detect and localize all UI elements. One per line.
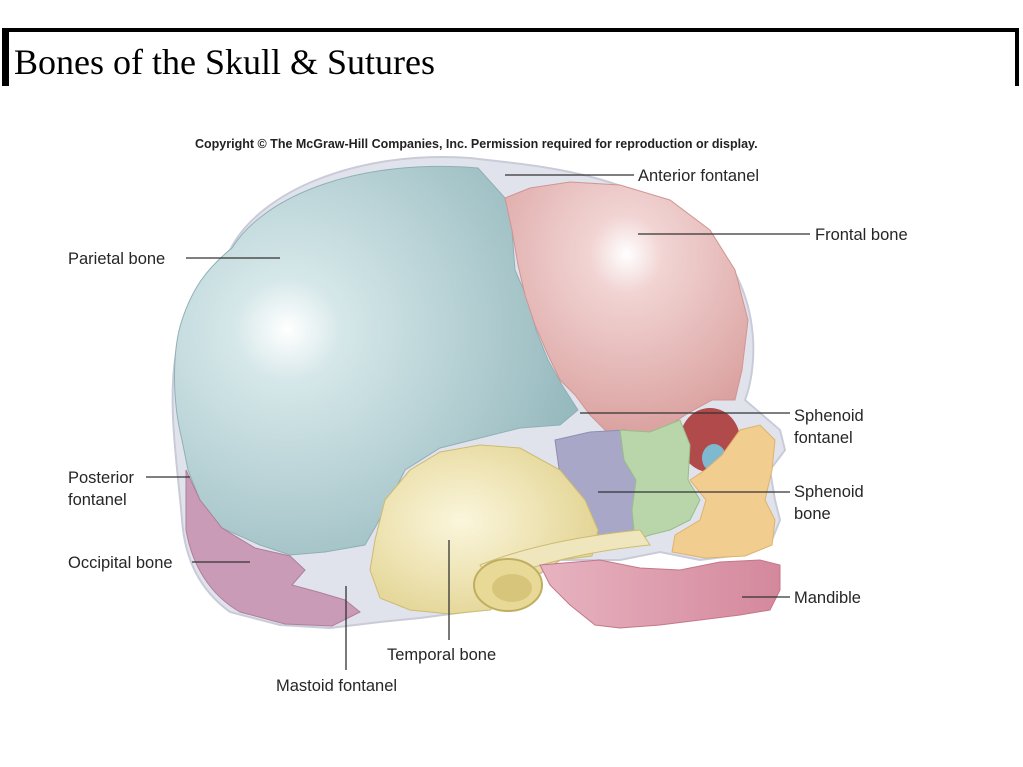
- label-parietal-bone: Parietal bone: [68, 250, 165, 268]
- title-frame: [2, 28, 1019, 86]
- label-anterior-fontanel: Anterior fontanel: [638, 167, 759, 185]
- label-posterior-fontanel-line2: fontanel: [68, 491, 127, 509]
- label-temporal-bone: Temporal bone: [387, 646, 496, 664]
- ear-canal-inner: [492, 574, 532, 602]
- mandible: [539, 559, 781, 629]
- occipital-bone: [185, 469, 361, 627]
- label-sphenoid-bone-line1: Sphenoid: [794, 483, 864, 501]
- label-mastoid-fontanel: Mastoid fontanel: [276, 677, 397, 695]
- slide-title: Bones of the Skull & Sutures: [14, 42, 435, 82]
- zygomatic-bone: [619, 419, 701, 541]
- label-frontal-bone: Frontal bone: [815, 226, 908, 244]
- label-sphenoid-bone-line2: bone: [794, 505, 831, 523]
- parietal-bone: [174, 165, 579, 556]
- label-sphenoid-fontanel-line2: fontanel: [794, 429, 853, 447]
- temporal-bone: [369, 444, 599, 615]
- copyright-notice: Copyright © The McGraw-Hill Companies, I…: [195, 137, 758, 151]
- leader-lines: [146, 174, 810, 670]
- label-sphenoid-fontanel-line1: Sphenoid: [794, 407, 864, 425]
- label-mandible: Mandible: [794, 589, 861, 607]
- label-posterior-fontanel-line1: Posterior: [68, 469, 135, 487]
- frontal-bone: [504, 181, 749, 441]
- label-occipital-bone: Occipital bone: [68, 554, 173, 572]
